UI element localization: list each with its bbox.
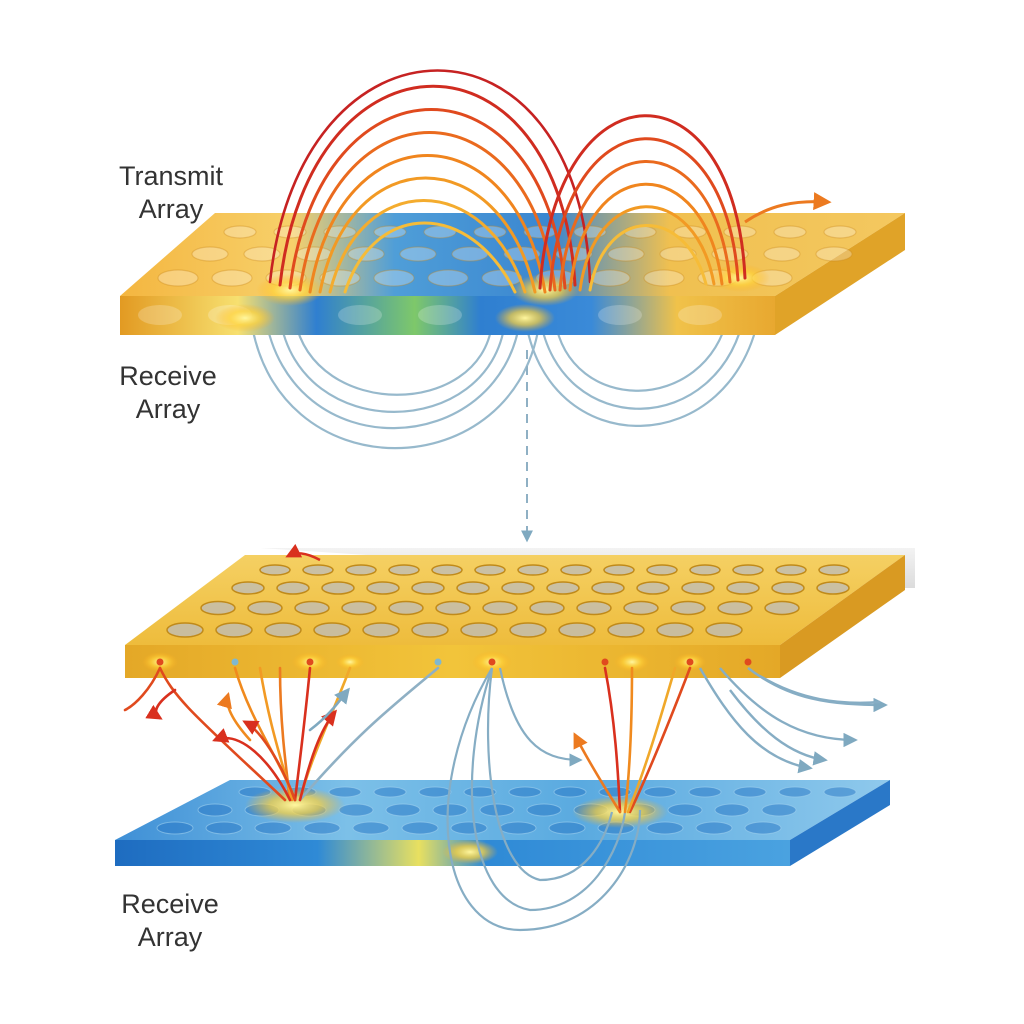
transmit-field-arcs — [268, 69, 747, 294]
middle-array-plate-front — [125, 645, 780, 678]
receive-array-plate-side — [790, 780, 890, 866]
middle-plate-left-return-arrow — [285, 543, 321, 562]
coupling-field-lines-center — [446, 667, 642, 932]
transmit-array-plate-side — [775, 213, 905, 335]
middle-array-plate-side — [780, 555, 905, 678]
top-receive-field-lines — [248, 309, 762, 450]
label-transmit-line1: Transmit — [118, 161, 223, 191]
label-receive-array-top: Receive Array — [68, 360, 268, 426]
coupling-field-lines-left — [123, 666, 440, 802]
label-receive-top-line2: Array — [135, 394, 201, 424]
top-array-assembly — [120, 69, 905, 450]
label-receive-bottom-line2: Array — [137, 922, 203, 952]
coupling-field-lines-right — [573, 666, 692, 814]
middle-array-plate-top — [125, 555, 905, 645]
middle-array-cells — [166, 564, 850, 638]
transmit-leak-arrow — [744, 192, 832, 224]
transmit-array-plate-front — [120, 296, 775, 335]
transmit-array-edge-cells — [138, 305, 722, 325]
coupling-field-lines-outward — [698, 667, 888, 774]
label-receive-top-line1: Receive — [119, 361, 217, 391]
label-transmit-line2: Array — [138, 194, 204, 224]
label-transmit-array-top: Transmit Array — [71, 160, 271, 226]
middle-array-emitters — [142, 651, 752, 673]
label-receive-bottom-line1: Receive — [121, 889, 219, 919]
label-receive-array-bottom: Receive Array — [70, 888, 270, 954]
bottom-array-assembly — [115, 543, 915, 932]
